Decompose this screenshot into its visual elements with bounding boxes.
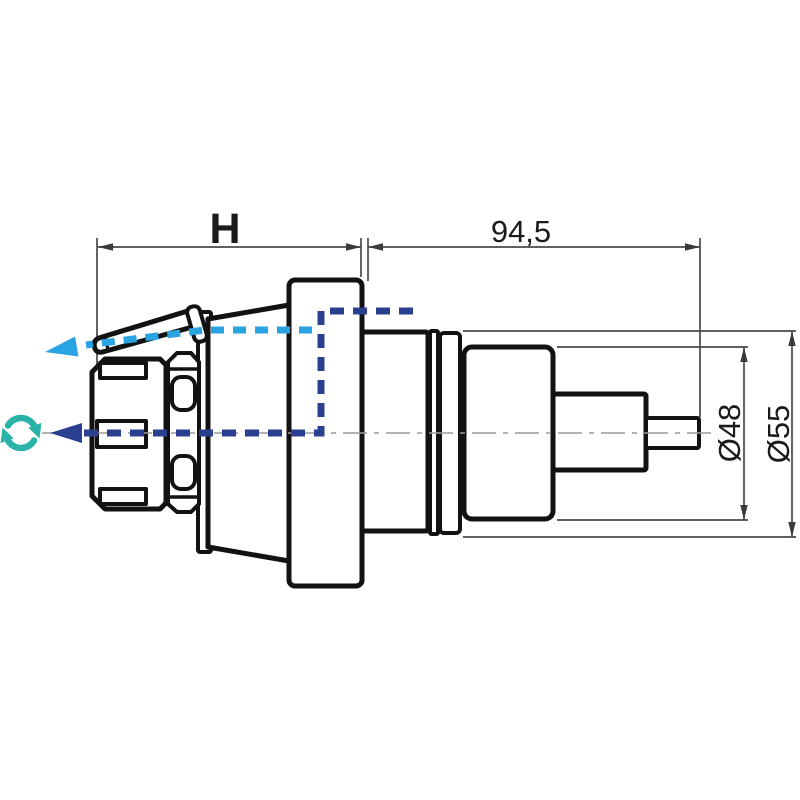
dia48-arrow-down-icon [740,505,748,520]
rotate-arc-bottom [3,434,38,452]
dimension-layer: H 94,5 Ø48 Ø55 [96,205,796,538]
dia55-arrow-down-icon [788,522,796,537]
rotate-clockwise-icon [0,414,42,452]
hex-flat-upper [170,375,197,412]
dia55-label: Ø55 [761,405,796,464]
len-dimension-label: 94,5 [491,214,551,249]
insertion-path-dashed [84,307,419,437]
hex-flat-lower [170,454,197,491]
rotate-arrowhead-top [28,422,42,439]
shaft-medium [550,391,649,473]
insertion-arrow-icon [50,423,82,443]
neck-cylinder [359,329,431,534]
nut-slot-bottom [98,487,148,506]
dia48-arrow-up-icon [740,347,748,362]
dia55-arrow-up-icon [788,331,796,346]
h-arrow-right-icon [346,243,361,251]
rotate-arrowhead-bottom [0,427,14,444]
ejection-arrow-icon [45,336,79,357]
len-arrow-right-icon [685,243,700,251]
len-arrow-left-icon [368,243,383,251]
ejection-path-dashed [85,326,312,349]
nut-slot-top [98,361,148,380]
h-dimension-label: H [209,205,240,253]
dia48-label: Ø48 [712,404,747,463]
eject-lever [91,307,199,355]
rotate-arc-top [4,414,39,432]
h-arrow-left-icon [98,243,113,251]
